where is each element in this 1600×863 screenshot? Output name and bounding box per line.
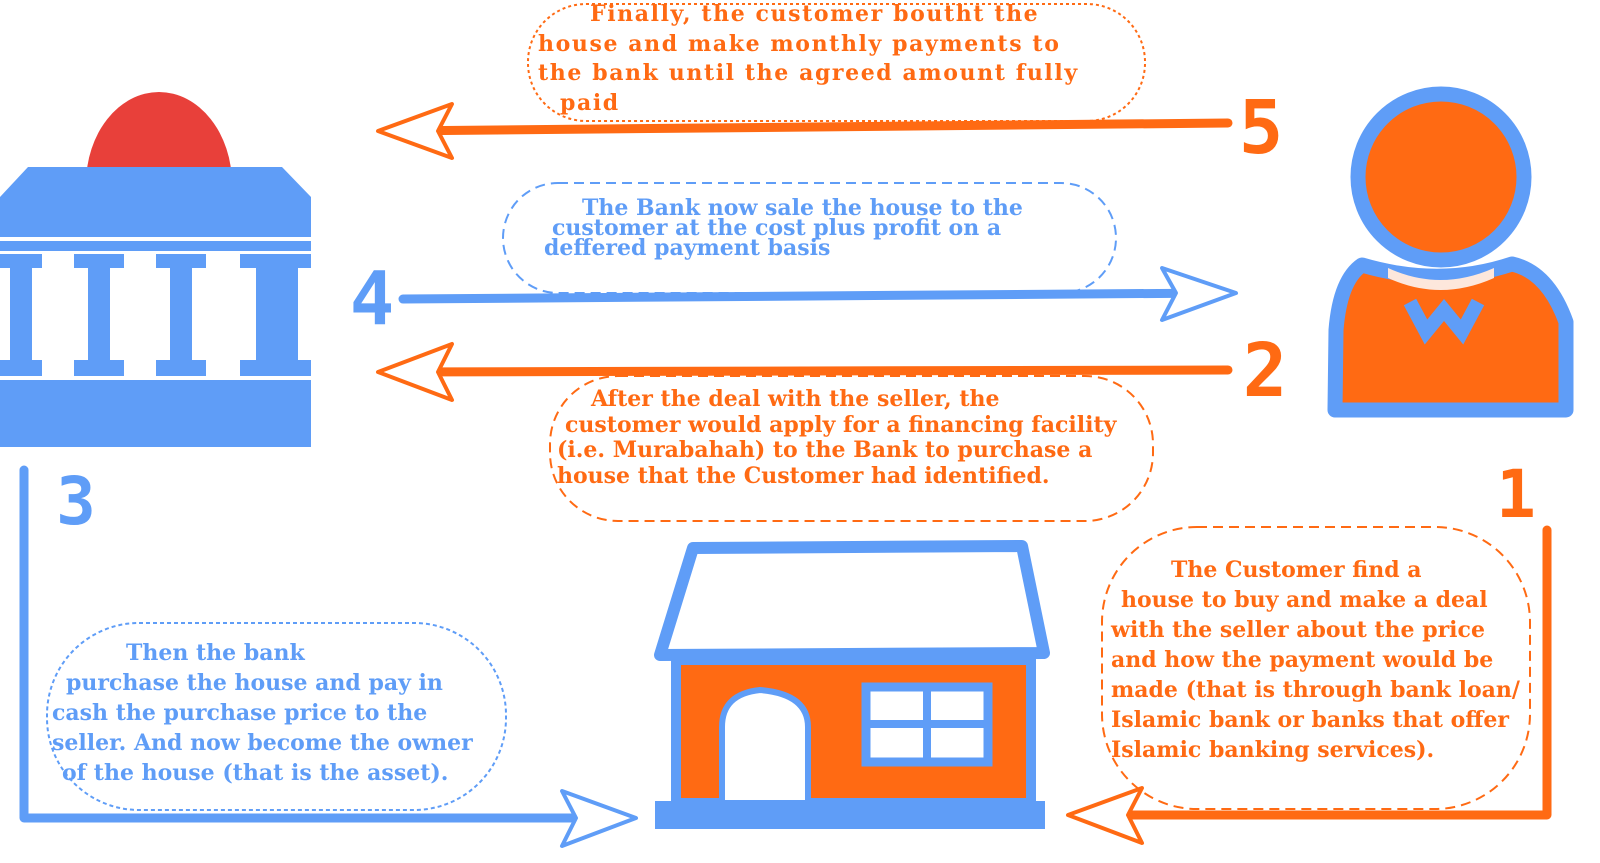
bubble-outline-step-2 xyxy=(549,375,1154,522)
house-base xyxy=(655,801,1045,829)
bubble-step-5: Finally, the customer boutht the house a… xyxy=(538,0,1079,118)
step-2-line-4: house that the Customer had identified. xyxy=(557,462,1050,489)
arrows xyxy=(19,102,1552,848)
bank-beam xyxy=(0,241,311,251)
step-5-line-2: house and make monthly payments to xyxy=(538,30,1061,57)
arrow-step-5 xyxy=(376,102,1233,160)
step-1-line-6: Islamic bank or banks that offer xyxy=(1111,707,1509,733)
arrow-step-3 xyxy=(19,465,638,848)
step-3-line-3: cash the purchase price to the xyxy=(52,700,428,726)
step-1-line-2: house to buy and make a deal xyxy=(1121,587,1488,613)
bank-building-icon xyxy=(0,92,311,447)
bubble-outline-step-3 xyxy=(46,622,507,811)
house-roof xyxy=(654,540,1050,661)
house-window xyxy=(861,682,993,767)
step-2-line-3: (i.e. Murabahah) to the Bank to purchase… xyxy=(557,437,1093,463)
step-1-line-7: Islamic banking services). xyxy=(1111,737,1435,763)
step-2-line-1: After the deal with the seller, the xyxy=(591,386,1000,412)
step-2-line-2: customer would apply for a financing fac… xyxy=(565,411,1117,438)
step-number-4: 4 xyxy=(350,256,395,342)
step-number-5: 5 xyxy=(1239,85,1284,171)
step-4-line-2: customer at the cost plus profit on a xyxy=(552,215,1002,241)
step-1-line-4: and how the payment would be xyxy=(1111,647,1494,673)
step-number-3: 3 xyxy=(56,463,96,540)
customer-person-icon xyxy=(1327,86,1574,418)
step-3-line-5: of the house (that is the asset). xyxy=(62,760,449,786)
bubble-step-4: The Bank now sale the house to the custo… xyxy=(544,195,1023,261)
step-3-line-2: purchase the house and pay in xyxy=(66,670,443,696)
customer-collar xyxy=(1388,268,1494,290)
customer-tie xyxy=(1403,298,1485,345)
bank-columns xyxy=(0,254,311,376)
step-number-1: 1 xyxy=(1496,456,1536,533)
customer-head xyxy=(1350,86,1532,268)
bank-dome xyxy=(86,92,232,184)
step-1-line-3: with the seller about the price xyxy=(1111,617,1485,643)
arrow-step-2 xyxy=(376,342,1233,402)
step-number-2: 2 xyxy=(1243,328,1288,414)
house-door xyxy=(719,686,811,806)
step-4-line-1: The Bank now sale the house to the xyxy=(582,195,1023,221)
bubble-step-1: The Customer find a house to buy and mak… xyxy=(1111,555,1520,765)
step-3-line-4: seller. And now become the owner xyxy=(52,730,473,756)
step-number-badges: 5 4 2 3 1 xyxy=(56,85,1536,540)
bubble-step-3: Then the bank purchase the house and pay… xyxy=(52,638,473,788)
arrow-step-4 xyxy=(398,266,1238,322)
bank-base xyxy=(0,380,311,447)
step-1-line-5: made (that is through bank loan/ xyxy=(1111,677,1520,703)
bubble-step-2: After the deal with the seller, the cust… xyxy=(557,386,1117,489)
step-4-line-3: deffered payment basis xyxy=(544,235,831,261)
step-5-line-3: the bank until the agreed amount fully xyxy=(538,60,1079,86)
bubble-outline-step-4 xyxy=(502,182,1117,294)
step-5-line-1: Finally, the customer boutht the xyxy=(590,1,1040,27)
arrow-step-1 xyxy=(1066,525,1552,845)
bank-roof xyxy=(0,167,311,237)
customer-body xyxy=(1327,256,1574,418)
bubble-outlines xyxy=(46,3,1531,811)
house-icon xyxy=(654,540,1050,829)
step-5-line-4: paid xyxy=(560,89,620,116)
bubble-outline-step-1 xyxy=(1101,526,1531,810)
step-3-line-1: Then the bank xyxy=(126,640,305,666)
step-1-line-1: The Customer find a xyxy=(1171,557,1422,583)
